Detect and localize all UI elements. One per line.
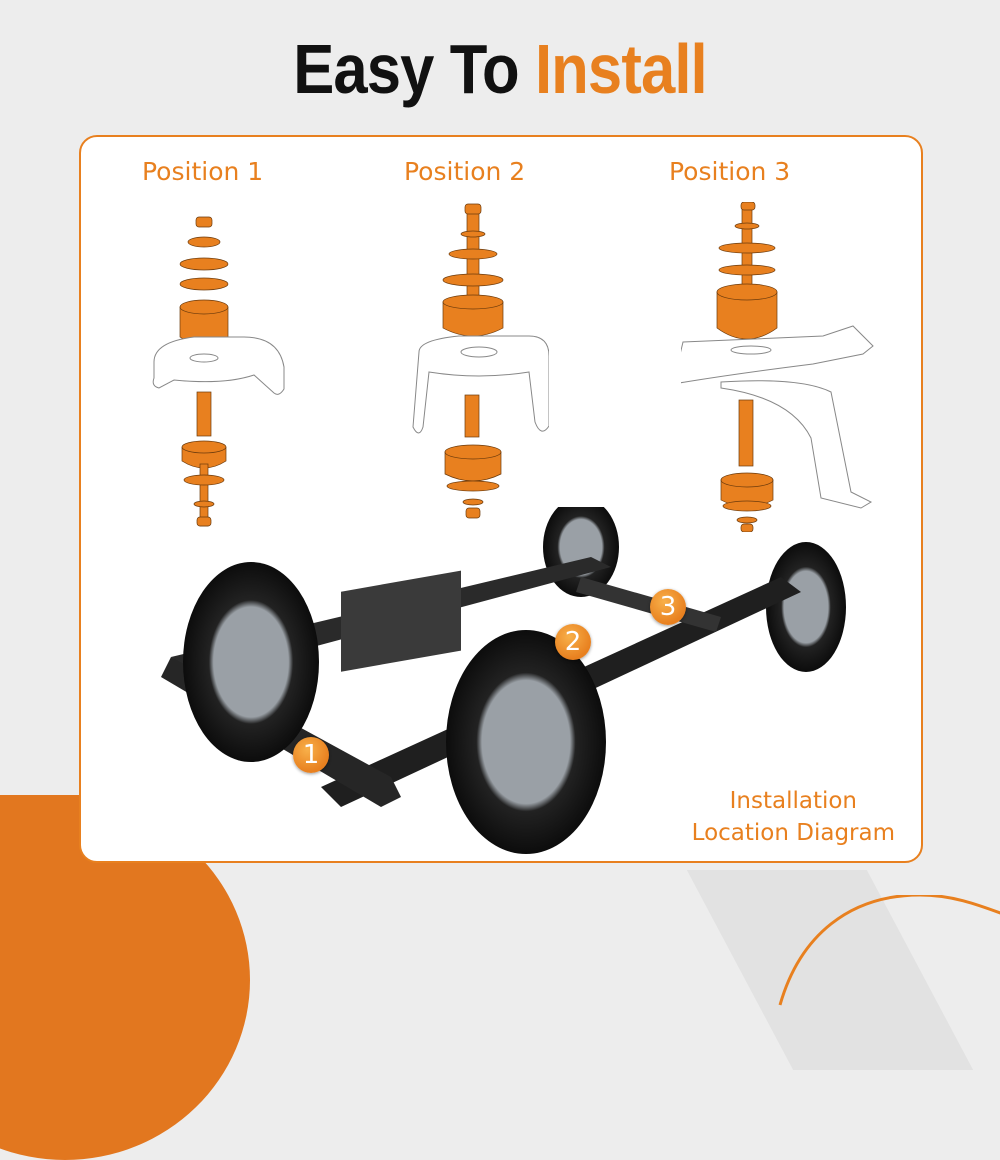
position-1-label: Position 1 (142, 157, 264, 186)
location-badge-2: 2 (555, 624, 591, 660)
caption-line-2: Location Diagram (691, 820, 895, 846)
position-3-label: Position 3 (669, 157, 791, 186)
position-2-label: Position 2 (404, 157, 526, 186)
location-badge-3: 3 (650, 589, 686, 625)
page-title: Easy To Install (60, 24, 940, 114)
front-right-wheel (446, 630, 606, 854)
position-3-bushing-diagram (681, 202, 874, 532)
install-card: Position 1 Position 2 Position 3 (79, 135, 923, 863)
caption-line-1: Installation (729, 788, 858, 814)
position-1-bushing-diagram (152, 216, 285, 527)
chassis-illustration (161, 507, 846, 854)
location-badge-1: 1 (293, 737, 329, 773)
title-dark-part: Easy To (293, 30, 519, 108)
front-left-wheel (183, 562, 319, 762)
title-accent-part: Install (534, 30, 708, 108)
orange-curve-decoration (778, 895, 1000, 1006)
rear-right-wheel (766, 542, 846, 672)
diagram-caption: Installation Location Diagram (692, 785, 895, 849)
position-2-bushing-diagram (412, 203, 549, 519)
